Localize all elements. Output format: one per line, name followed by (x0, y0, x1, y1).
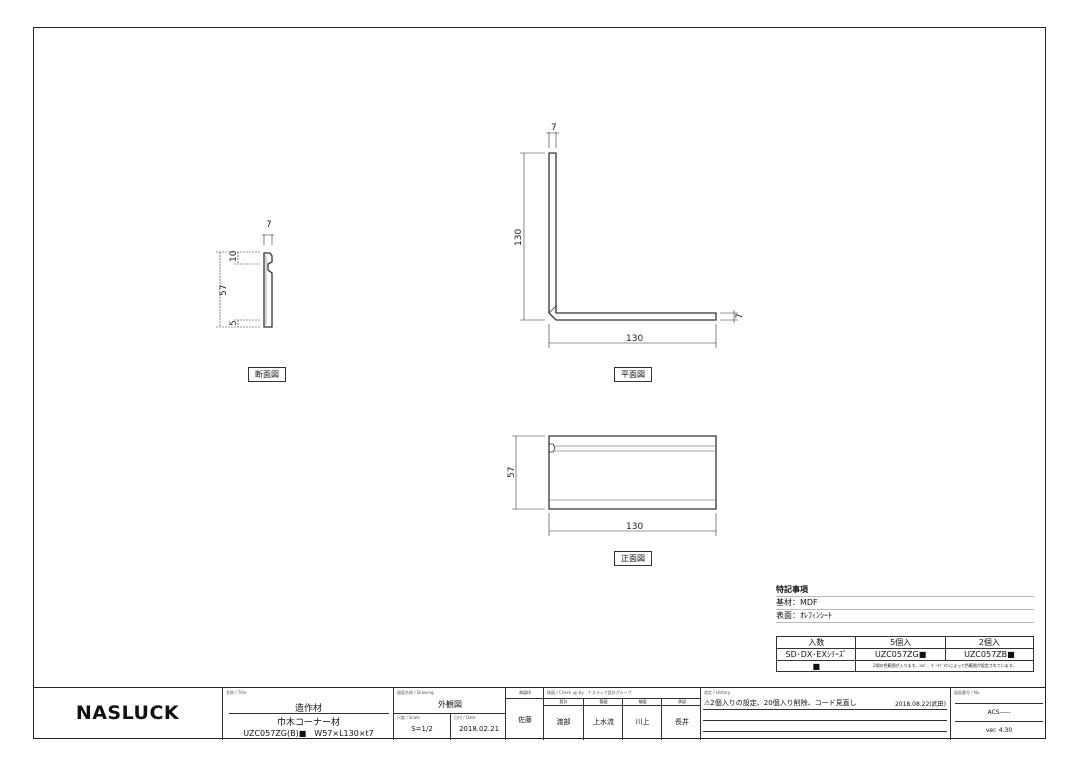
section-dim-width: 7 (266, 220, 272, 230)
section-view: 7 10 57 5 (216, 220, 274, 328)
version: ver. 4.30 (985, 727, 1013, 734)
front-dim-width: 130 (626, 522, 643, 532)
check-cell: 検図 / Check up by ナスラック設計グループ 設計渡部 製図上水流 … (543, 688, 701, 740)
approval-label: 承認印 (519, 690, 531, 695)
history-cell: 改定 / History ⚠2個入りの設定、20個入り削除、コード見直し 201… (700, 688, 950, 740)
qty-header: 入数 (775, 636, 857, 649)
check-role: 承認 (678, 699, 686, 704)
qty-cell: UZC057ZB■ (944, 648, 1035, 661)
date-label: 日付 / Date (454, 715, 476, 720)
qty-cell: UZC057ZG■ (855, 648, 946, 661)
qty-cell: SD･DX･EXｼﾘｰｽﾞ (775, 648, 857, 661)
scale-label: 尺度 / Scale (397, 715, 420, 720)
plan-view-label: 平面図 (614, 367, 652, 382)
title-line1: 造作材 (294, 704, 322, 714)
section-view-label: 断面図 (248, 367, 286, 382)
title-label: 名称 / Title (226, 690, 247, 695)
section-dim-height: 57 (219, 285, 229, 296)
qty-cell: ■ (775, 660, 857, 672)
notes-base: 基材：MDF (776, 597, 1034, 610)
scale-value: S=1/2 (411, 725, 433, 733)
notes-surface: 表面：ｵﾚﾌｨﾝｼｰﾄ (776, 610, 1034, 623)
title-block: NASLUCK 名称 / Title 造作材 巾木コーナー材 UZC057ZG(… (33, 687, 1046, 740)
warning-triangle-icon: ⚠ (704, 699, 711, 707)
nasluck-logo: NASLUCK (75, 702, 180, 724)
front-view: 57 130 (507, 435, 717, 536)
front-dim-height: 57 (507, 467, 517, 478)
check-name: 長井 (675, 718, 689, 726)
number-label: 図面番号 / No. (954, 690, 981, 695)
qty-header: 2個入 (944, 636, 1035, 649)
drawing-number: ACS----- (987, 709, 1011, 716)
plan-dim-thickness-top: 7 (551, 123, 557, 133)
history-text: 2個入りの設定、20個入り削除、コード見直し (710, 699, 857, 707)
qty-note: 2個の色範囲が入ります。ｼﾙﾊﾞ、ﾀﾞｰｸﾌﾞﾗｳﾝによって色範囲が設定されてい… (855, 660, 1034, 672)
history-date: 2018.08.22(武田) (894, 701, 946, 708)
check-role: 検図 (638, 699, 647, 704)
check-role: 設計 (559, 699, 568, 704)
date-value: 2018.02.21 (458, 725, 500, 733)
check-name: 川上 (635, 718, 650, 726)
title-line3: UZC057ZG(B)■ W57×L130×t7 (243, 729, 374, 738)
check-label: 検図 / Check up by ナスラック設計グループ (547, 690, 632, 695)
approval-cell: 承認印 佐藤 (505, 688, 544, 740)
plan-dim-height: 130 (514, 229, 524, 246)
check-role: 製図 (599, 699, 608, 704)
front-view-label: 正面図 (614, 551, 652, 566)
plan-view: 7 130 7 130 (514, 123, 745, 348)
title-cell: 名称 / Title 造作材 巾木コーナー材 UZC057ZG(B)■ W57×… (222, 688, 393, 740)
history-label: 改定 / History (704, 690, 731, 695)
approval-name: 佐藤 (518, 716, 532, 724)
logo-cell: NASLUCK (33, 688, 222, 740)
plan-dim-width: 130 (626, 334, 643, 344)
check-name: 上水流 (593, 718, 614, 726)
sheet-frame (33, 27, 1046, 739)
qty-header: 5個入 (855, 636, 946, 649)
special-notes: 特記事項 基材：MDF 表面：ｵﾚﾌｨﾝｼｰﾄ (776, 584, 1034, 623)
drawing-label: 図面名称 / Drawing (397, 690, 434, 695)
title-line2: 巾木コーナー材 (276, 718, 340, 728)
notes-title: 特記事項 (776, 584, 1034, 597)
drawing-name: 外観図 (438, 700, 462, 709)
plan-dim-thickness-right: 7 (735, 313, 745, 319)
history-entry: ⚠2個入りの設定、20個入り削除、コード見直し (704, 698, 857, 708)
number-cell: 図面番号 / No. ACS----- ver. 4.30 (950, 688, 1046, 740)
section-dim-bottom: 5 (229, 320, 239, 326)
section-dim-top: 10 (229, 250, 239, 262)
check-name: 渡部 (556, 718, 571, 726)
